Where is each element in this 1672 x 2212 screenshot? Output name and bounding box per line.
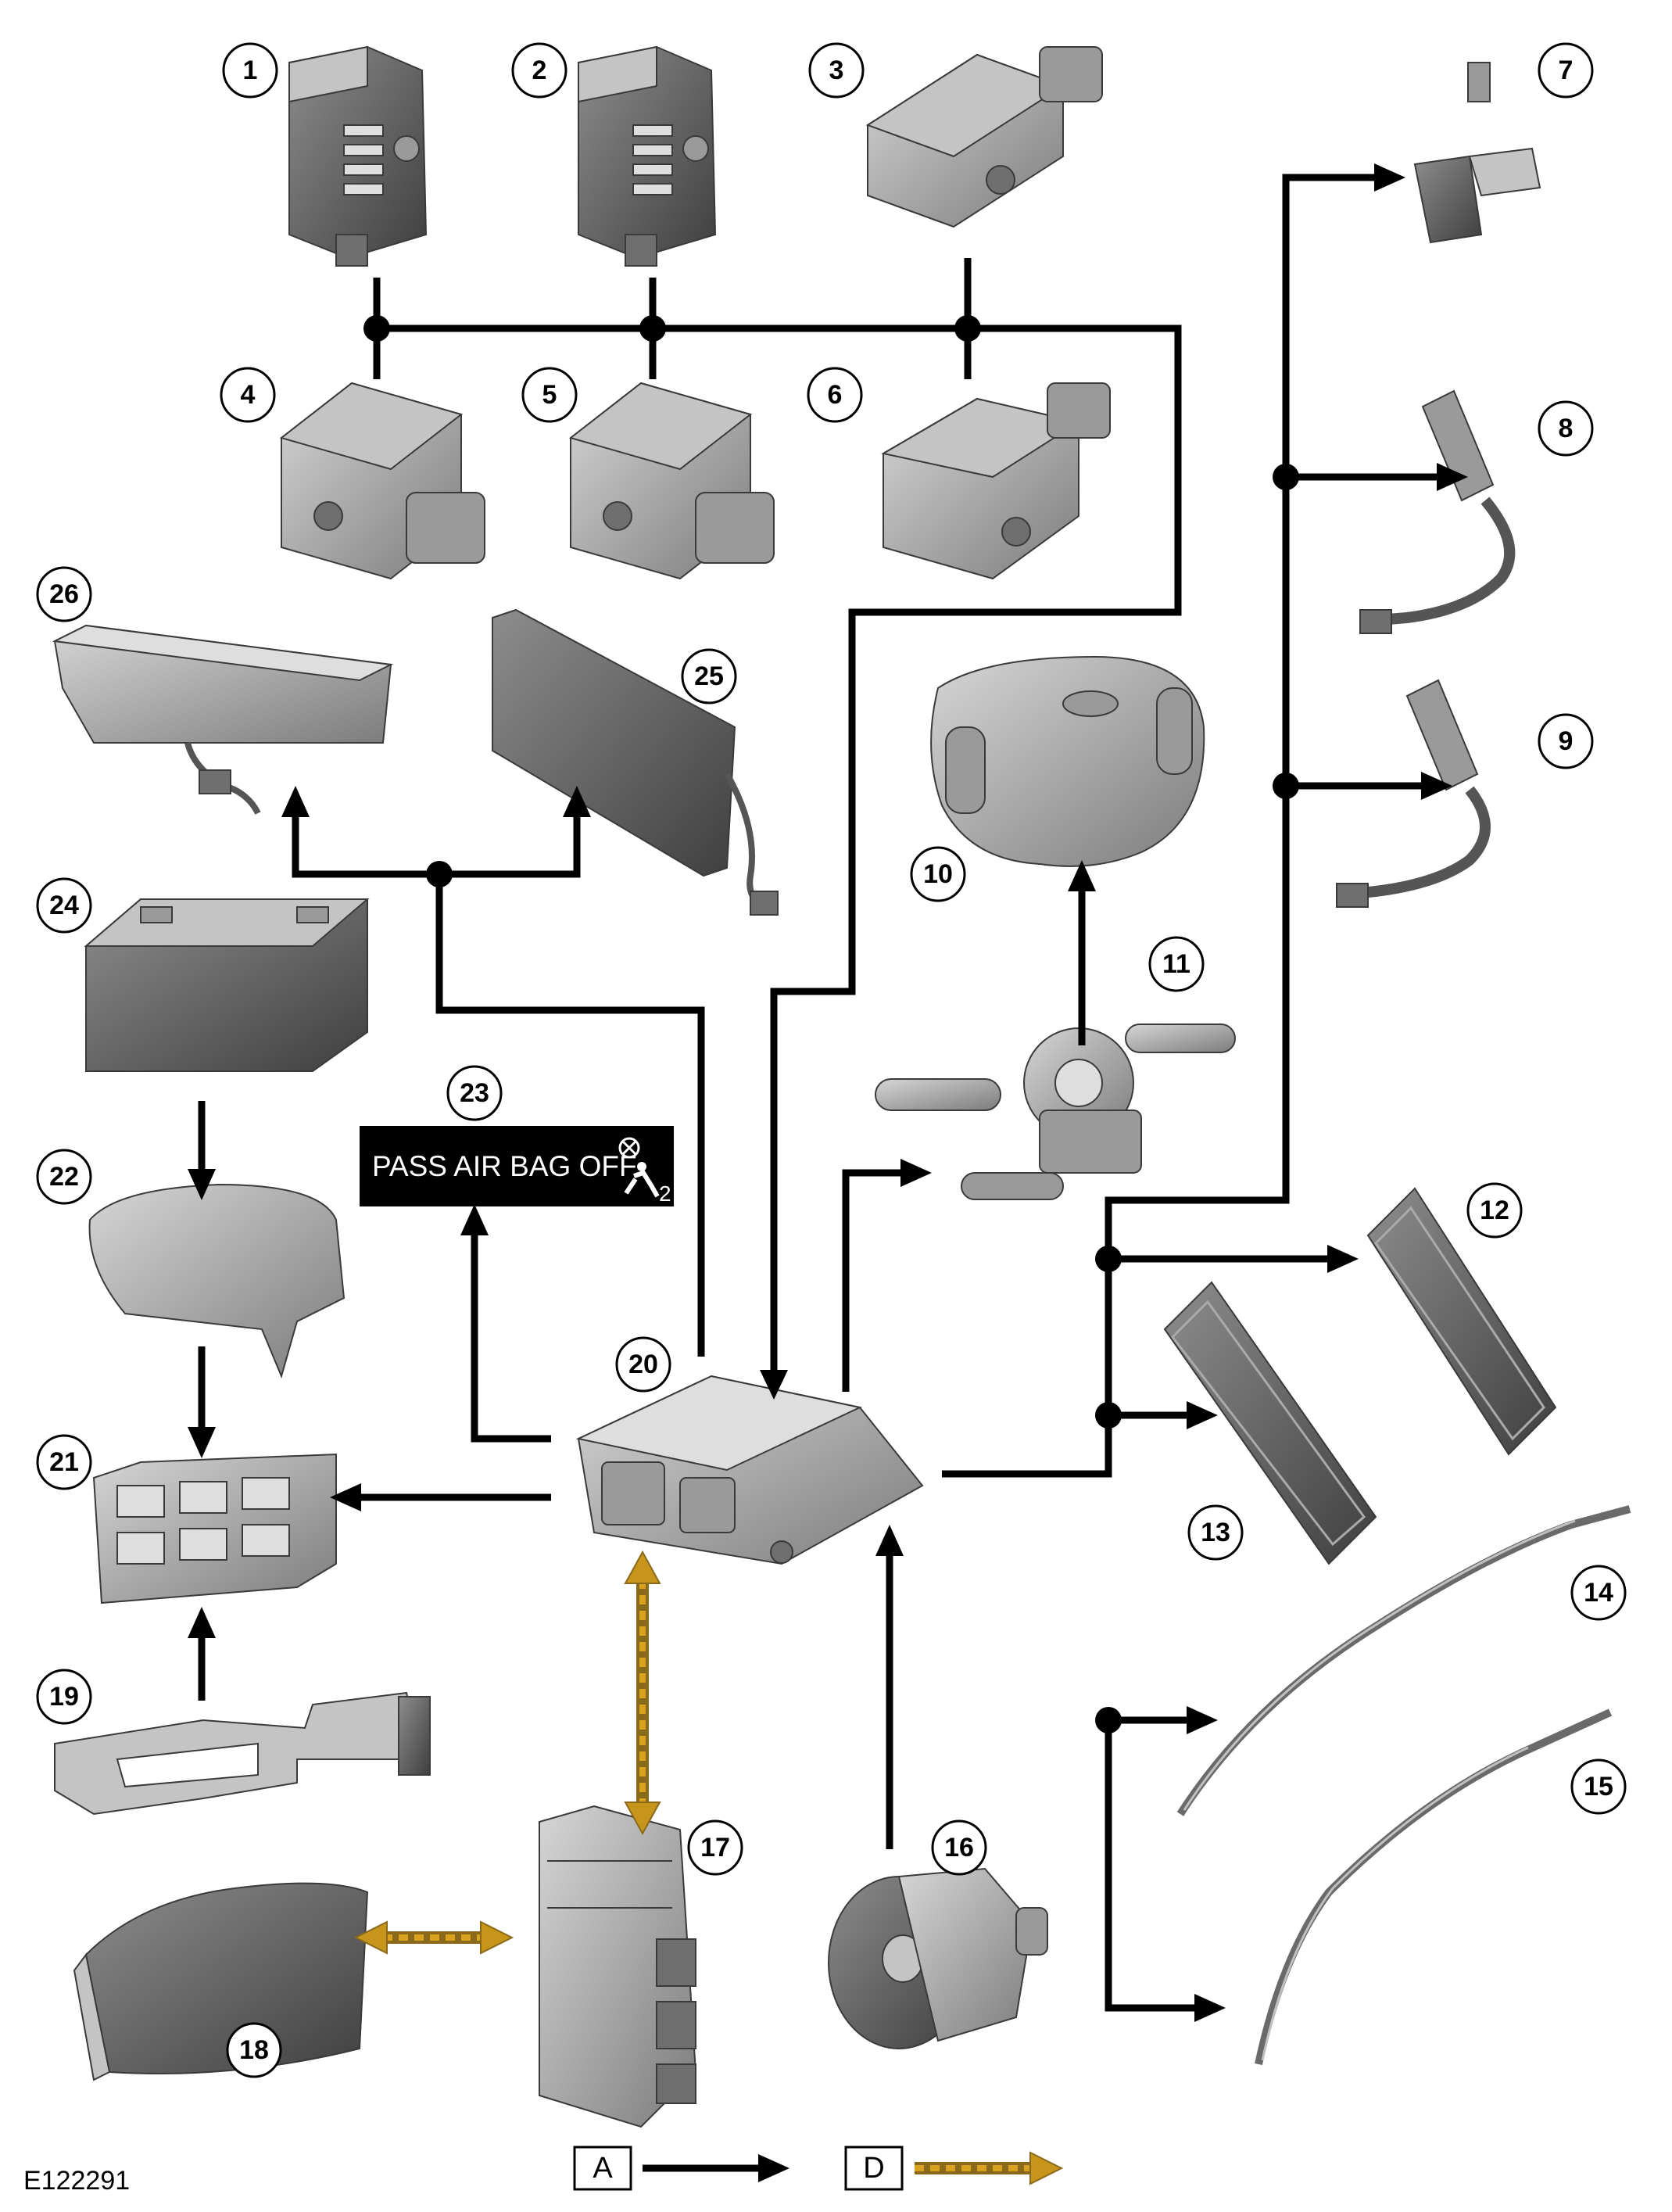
component-3-pressure-sensor	[865, 46, 1103, 228]
callout-7: 7	[1538, 42, 1594, 99]
component-6-side-sensor	[881, 382, 1111, 580]
indicator-label: PASS AIR BAG OFF	[372, 1150, 637, 1182]
svg-text:15: 15	[1584, 1772, 1613, 1802]
component-15-curtain-airbag	[1255, 1708, 1613, 2066]
legend-item-a: A	[573, 2146, 789, 2191]
callout-8: 8	[1538, 400, 1594, 457]
component-20-restraints-control-module	[575, 1375, 924, 1565]
component-12-side-airbag	[1366, 1187, 1557, 1456]
svg-text:25: 25	[694, 661, 724, 691]
component-13-side-airbag	[1163, 1281, 1377, 1565]
svg-text:1: 1	[243, 56, 258, 85]
svg-text:19: 19	[49, 1682, 79, 1712]
svg-text:16: 16	[944, 1833, 974, 1862]
svg-text:18: 18	[239, 2035, 269, 2065]
legend-item-d: D	[844, 2146, 1064, 2191]
passenger-airbag-off-indicator: PASS AIR BAG OFF 2	[360, 1126, 674, 1206]
svg-text:10: 10	[923, 859, 953, 889]
component-26-curtain-airbag-module	[52, 624, 394, 815]
svg-text:12: 12	[1480, 1196, 1509, 1225]
svg-text:22: 22	[49, 1162, 79, 1192]
legend-key-a: A	[593, 2152, 613, 2185]
callout-26: 26	[36, 566, 92, 622]
component-8-belt-pretensioner	[1359, 389, 1516, 634]
component-16-ignition-switch	[828, 1867, 1048, 2049]
svg-text:5: 5	[542, 380, 557, 410]
component-1-impact-sensor	[288, 45, 428, 267]
legend: A D	[573, 2146, 1064, 2191]
component-7-seat-track-sensor	[1413, 62, 1541, 244]
svg-text:11: 11	[1162, 949, 1190, 979]
callout-14: 14	[1570, 1565, 1627, 1621]
wiring-connections	[188, 163, 1468, 2022]
airbag-off-icon: 2	[618, 1137, 671, 1206]
svg-text:3: 3	[829, 56, 844, 85]
svg-text:20: 20	[628, 1350, 658, 1379]
svg-text:23: 23	[460, 1078, 489, 1108]
legend-key-d: D	[863, 2152, 884, 2185]
component-17-control-module	[539, 1805, 697, 2128]
component-24-battery	[84, 898, 370, 1072]
callout-18: 18	[226, 2022, 282, 2078]
component-5-side-sensor	[568, 382, 775, 580]
svg-text:2: 2	[532, 56, 547, 85]
callout-23: 23	[446, 1065, 503, 1121]
callout-10: 10	[910, 846, 966, 902]
svg-text:9: 9	[1559, 726, 1574, 756]
callout-22: 22	[36, 1149, 92, 1205]
component-11-clockspring	[875, 1024, 1236, 1200]
callout-1: 1	[222, 42, 278, 99]
callout-15: 15	[1570, 1758, 1627, 1815]
callout-25: 25	[681, 648, 737, 704]
diagnostic-connections	[353, 1550, 661, 1955]
svg-text:6: 6	[828, 380, 843, 410]
callout-13: 13	[1187, 1504, 1244, 1561]
component-21-fuse-box	[92, 1453, 337, 1604]
callout-16: 16	[931, 1819, 987, 1876]
component-4-side-sensor	[279, 382, 485, 580]
component-25-knee-airbag	[492, 608, 779, 916]
callout-20: 20	[615, 1336, 671, 1393]
callout-5: 5	[521, 367, 578, 423]
callout-19: 19	[36, 1669, 92, 1725]
callout-2: 2	[511, 42, 567, 99]
component-9-belt-pretensioner	[1336, 679, 1491, 908]
callout-3: 3	[808, 42, 865, 99]
svg-text:13: 13	[1201, 1518, 1230, 1547]
component-14-curtain-airbag	[1176, 1505, 1631, 1816]
callout-21: 21	[36, 1434, 92, 1490]
component-10-driver-airbag	[930, 655, 1205, 867]
svg-text:17: 17	[700, 1833, 730, 1862]
svg-text:4: 4	[241, 380, 256, 410]
callout-24: 24	[36, 877, 92, 934]
component-18-instrument-cluster	[73, 1882, 369, 2081]
callout-12: 12	[1466, 1182, 1523, 1239]
svg-text:24: 24	[49, 891, 79, 920]
callout-11: 11	[1148, 936, 1205, 992]
callout-4: 4	[220, 367, 276, 423]
callout-6: 6	[807, 367, 863, 423]
svg-text:21: 21	[49, 1447, 79, 1477]
component-19-occupant-sensor-mat	[54, 1691, 431, 1816]
svg-text:26: 26	[49, 579, 79, 609]
component-22-passenger-airbag	[88, 1183, 345, 1379]
figure-id: E122291	[23, 2166, 130, 2196]
callout-17: 17	[687, 1819, 743, 1876]
indicator-subscript: 2	[659, 1181, 671, 1206]
callout-9: 9	[1538, 713, 1594, 769]
callout-labels: 1 2 3 4 5 6 7 8 9 10 11 12 13 14 15 16 1…	[36, 42, 1627, 2078]
svg-text:7: 7	[1559, 56, 1574, 85]
component-2-impact-sensor	[578, 45, 717, 267]
svg-text:14: 14	[1584, 1578, 1613, 1608]
svg-text:8: 8	[1559, 414, 1574, 443]
